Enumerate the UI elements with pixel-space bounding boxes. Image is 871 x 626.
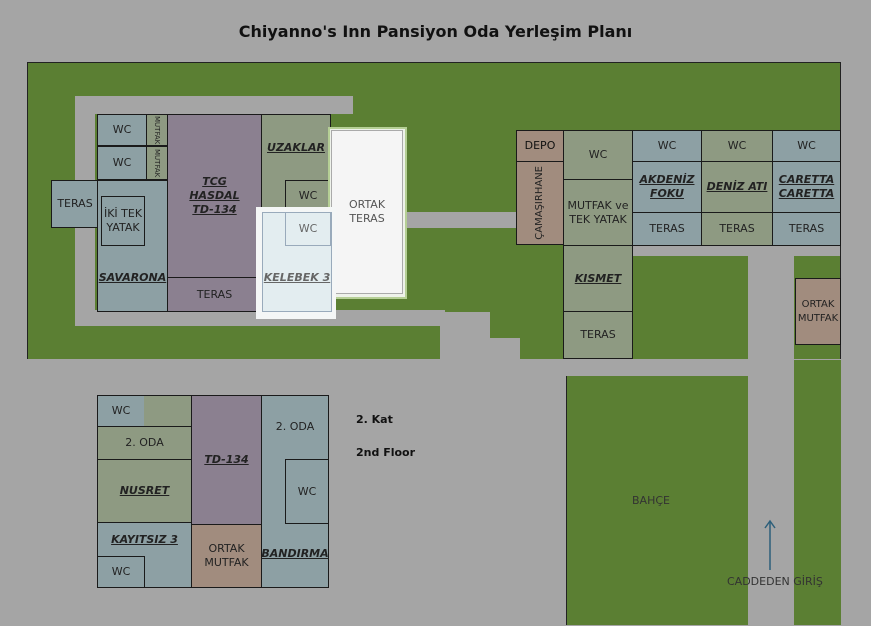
wc-label: WC [588,148,608,161]
td134-label: TD-134 [204,453,249,466]
wc-label: WC [112,156,132,169]
kismet-room: KISMET [563,245,633,312]
wc-akdeniz: WC [632,130,702,162]
wc-kelebek3: WC [285,212,331,246]
teras-caretta: TERAS [772,212,841,246]
wc-uzaklar: WC [285,180,331,212]
floor2-wc-right: WC [285,459,329,524]
ortak-mutfak-label: ORTAK MUTFAK [204,542,249,569]
mutfak-room-1: MUTFAK [146,114,168,146]
wc-label: WC [298,189,318,202]
teras-label: TERAS [788,222,825,235]
akdeniz-foku-room: AKDENİZ FOKU [632,161,702,213]
tcg-hasdal-room: TCG HASDAL TD-134 [167,114,262,278]
bahce-label: BAHÇE [632,494,670,507]
mutfak-tek-yatak-label: MUTFAK ve TEK YATAK [567,198,629,226]
teras-kismet: TERAS [563,311,633,359]
entrance-label: CADDEDEN GİRİŞ [727,575,823,588]
kayitsiz3-label: KAYITSIZ 3 [111,533,178,546]
teras-left: TERAS [51,180,99,228]
teras-label: TERAS [719,222,755,235]
mutfak-room-2: MUTFAK [146,146,168,180]
mutfak-tek-yatak-room: MUTFAK ve TEK YATAK [563,179,633,246]
nusret-room: NUSRET [97,459,192,523]
floor2-green-top [144,395,192,427]
deniz-ati-label: DENİZ ATI [706,180,768,193]
wc-label: WC [657,139,677,152]
ortak-teras-room: ORTAK TERAS [331,130,403,294]
teras-left-label: TERAS [57,197,93,210]
ortak-teras-label: ORTAK TERAS [348,198,386,225]
depo-label: DEPO [524,139,556,152]
iki-oda-right-label: 2. ODA [261,420,329,433]
nusret-label: NUSRET [119,484,170,497]
wc-label: WC [797,139,816,152]
mutfak-label: MUTFAK [153,115,161,145]
iki-oda-label: 2. ODA [275,420,315,433]
iki-oda-label: 2. ODA [125,436,164,449]
wc-room-1: WC [97,114,147,146]
caretta-room: CARETTA CARETTA [772,161,841,213]
teras-label: TERAS [649,222,685,235]
deniz-ati-room: DENİZ ATI [701,161,773,213]
iki-tek-yatak-room: İKİ TEK YATAK [101,196,145,246]
camasirhane-room: ÇAMAŞIRHANE [516,161,564,245]
uzaklar-label: UZAKLAR [267,141,325,154]
path-right-vertical [748,246,794,626]
path-stairs-2 [490,338,520,362]
wc-label: WC [111,404,131,417]
floor2-wc-top: WC [97,395,145,427]
teras-tcg: TERAS [167,277,262,312]
wc-label: WC [111,565,131,578]
kelebek3-label: KELEBEK 3 [263,271,331,284]
teras-label: TERAS [580,328,616,341]
mutfak-label: MUTFAK [153,148,161,178]
wc-label: WC [112,123,132,136]
akdeniz-foku-label: AKDENİZ FOKU [639,173,695,200]
floor2-iki-oda-left: 2. ODA [97,426,192,460]
iki-tek-yatak-label: İKİ TEK YATAK [103,207,143,234]
floor2-wc-bottom: WC [97,556,145,588]
savarona-label: SAVARONA [98,271,167,284]
tcg-hasdal-label: TCG HASDAL TD-134 [189,175,240,216]
floor-label-tr: 2. Kat [356,413,393,426]
wc-label: WC [727,139,747,152]
garden-bahce [566,376,748,625]
path-main [27,359,841,379]
wc-label: WC [298,222,318,235]
garden-right [794,360,841,625]
caretta-label: CARETTA CARETTA [778,173,835,200]
bandirma-label: BANDIRMA [261,547,329,560]
wc-label: WC [297,484,317,498]
teras-label: TERAS [196,287,233,301]
teras-akdeniz: TERAS [632,212,702,246]
path-stairs-1 [440,312,490,362]
wc-kismet: WC [563,130,633,180]
teras-deniz-ati: TERAS [701,212,773,246]
entrance-arrow-icon [764,519,776,570]
wc-room-2: WC [97,146,147,180]
ortak-mutfak-floor2: ORTAK MUTFAK [191,524,262,588]
depo-room: DEPO [516,130,564,162]
path-connector [400,212,518,228]
ortak-mutfak-right: ORTAK MUTFAK [795,278,841,345]
td134-room: TD-134 [191,395,262,525]
floor-label-en: 2nd Floor [356,446,416,459]
camasirhane-label: ÇAMAŞIRHANE [534,166,545,240]
wc-deniz-ati: WC [701,130,773,162]
wc-caretta: WC [772,130,841,162]
page-title: Chiyanno's Inn Pansiyon Oda Yerleşim Pla… [238,22,633,41]
path-loop-top [75,96,353,114]
ortak-mutfak-label: ORTAK MUTFAK [797,298,839,324]
kismet-label: KISMET [574,271,622,285]
path-right-top [632,246,840,256]
